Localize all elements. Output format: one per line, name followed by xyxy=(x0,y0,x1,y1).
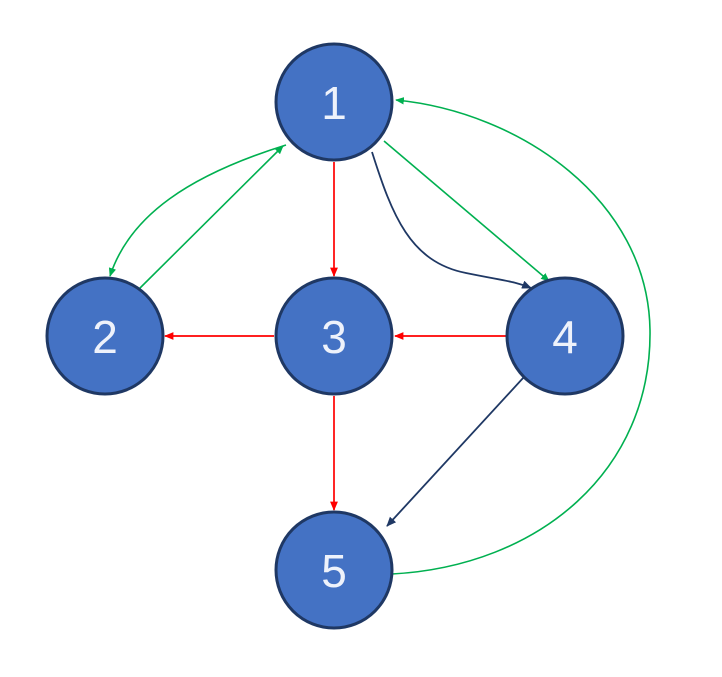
graph-node-5[interactable]: 5 xyxy=(274,510,394,630)
nodes-layer: 1 2 3 4 5 xyxy=(45,42,625,630)
node-2-label: 2 xyxy=(92,311,118,363)
edges-layer xyxy=(108,97,651,575)
edge-1-to-4-green[interactable] xyxy=(383,140,550,282)
graph-node-2[interactable]: 2 xyxy=(45,276,165,396)
node-3-circle[interactable] xyxy=(274,276,394,396)
graph-node-3[interactable]: 3 xyxy=(274,276,394,396)
edge-2-to-1[interactable] xyxy=(136,145,284,292)
node-3-label: 3 xyxy=(321,311,347,363)
edge-1-to-4-navy[interactable] xyxy=(371,151,532,289)
graph-node-1[interactable]: 1 xyxy=(274,42,394,162)
node-1-label: 1 xyxy=(321,77,347,129)
graph-node-4[interactable]: 4 xyxy=(505,276,625,396)
node-4-circle[interactable] xyxy=(505,276,625,396)
edge-4-to-5[interactable] xyxy=(386,376,525,527)
node-4-label: 4 xyxy=(552,311,578,363)
node-2-circle[interactable] xyxy=(45,276,165,396)
edge-1-to-2[interactable] xyxy=(108,144,287,277)
node-5-label: 5 xyxy=(321,545,347,597)
node-1-circle[interactable] xyxy=(274,42,394,162)
edge-5-to-1[interactable] xyxy=(391,97,651,575)
node-5-circle[interactable] xyxy=(274,510,394,630)
